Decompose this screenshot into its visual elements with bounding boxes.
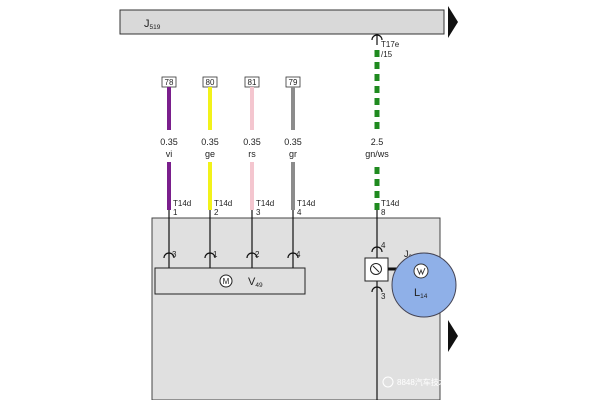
wire-color-code: gr [289,149,297,159]
bus-label: J519 [144,18,161,31]
module-arrow-icon [448,320,458,352]
wechat-icon [382,376,394,388]
bus-arrow-icon [448,6,458,38]
motor-icon [219,274,233,288]
pin-terminal-icon [371,246,383,253]
v49-pin: 4 [296,250,301,259]
control-module-housing [151,217,441,400]
motor-symbol: M [223,277,230,286]
pin-terminal-icon [371,286,383,293]
top-pin-number: /15 [381,50,393,59]
j344-top-pin: 4 [381,241,386,250]
wire-top-label: 78 [165,78,174,87]
lamp-label: L14 [414,287,428,300]
wire-size: 0.35 [284,137,302,147]
v49-pin: 3 [172,250,177,259]
v49-pin: 1 [213,250,218,259]
wire-gn-ws: T17e /15 2.5 gn/ws T14d 8 4 3 [365,34,400,400]
pin-connector-label: T14d [256,199,274,208]
wire-size: 0.35 [243,137,261,147]
wire-top-label: 79 [289,78,298,87]
wire-top-label: 80 [206,78,215,87]
relay-switch-icon-line [372,265,380,273]
wire-color-code: gn/ws [365,149,389,159]
j344-bottom-pin: 3 [381,292,386,301]
pin-terminal-icon [287,252,299,259]
l14-lamp [391,252,457,318]
pin-number: 8 [381,208,386,217]
wire-gr: 79 0.35 gr T14d 4 4 [284,76,315,268]
pin-connector-label: T14d [173,199,191,208]
top-connector-label: T17e [381,40,400,49]
wire-size: 0.35 [201,137,219,147]
wire-top-label: 81 [248,78,257,87]
wire-rs: 81 0.35 rs T14d 3 2 [243,76,274,268]
wire-size: 0.35 [160,137,178,147]
wire-color-code: ge [205,149,215,159]
pin-number: 3 [256,208,261,217]
wire-color-code: rs [248,149,256,159]
pin-terminal-icon [246,252,258,259]
v49-pin: 2 [255,250,260,259]
pin-connector-label: T14d [297,199,315,208]
pin-number: 1 [173,208,178,217]
pin-number: 2 [214,208,219,217]
v49-motor-block [154,267,306,295]
wire-color-code: vi [166,149,173,159]
pin-terminal-icon [163,252,175,259]
wire-size: 2.5 [371,137,384,147]
pin-number: 4 [297,208,302,217]
bus-bar [119,9,445,35]
watermark-text: 8848汽车技术论坛 [397,377,463,387]
wire-ge: 80 0.35 ge T14d 2 1 [201,76,232,268]
vw-logo-mark [416,267,426,276]
pin-connector-label: T14d [381,199,399,208]
pin-terminal-icon [204,252,216,259]
pin-connector-label: T14d [214,199,232,208]
watermark: 8848汽车技术论坛 [382,376,463,388]
wire-vi: 78 0.35 vi T14d 1 3 [160,76,191,268]
relay-switch-icon [370,263,382,275]
motor-label: V49 [248,276,263,289]
